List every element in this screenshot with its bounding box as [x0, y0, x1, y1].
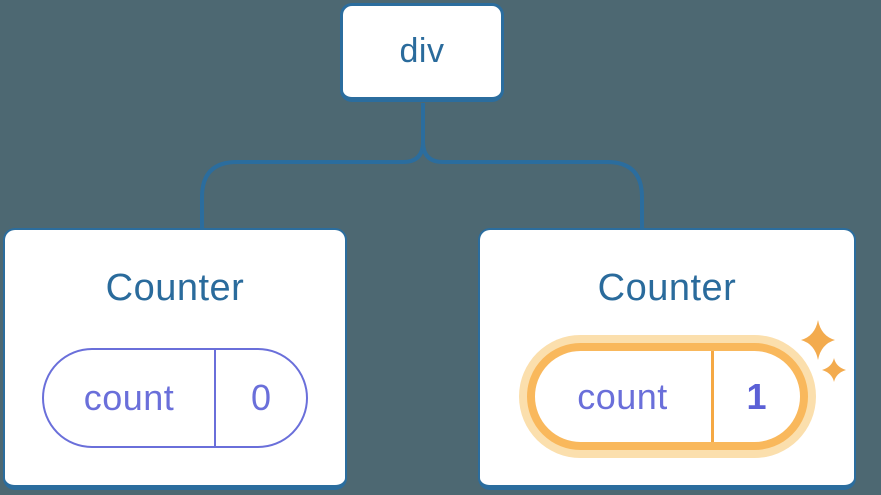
card-title: Counter: [597, 267, 737, 309]
state-key-cell: count: [44, 350, 214, 446]
state-value-cell: 0: [214, 350, 306, 446]
state-value-label: 1: [746, 375, 767, 417]
connector-right-branch: [421, 103, 644, 230]
card-title: Counter: [105, 267, 245, 309]
state-value-label: 0: [250, 377, 272, 418]
state-key-label: count: [83, 377, 175, 418]
counter-card-left: Counter count 0: [3, 228, 347, 490]
state-key-label: count: [577, 375, 668, 417]
state-key-cell: count: [535, 351, 711, 442]
root-node: div: [340, 3, 504, 102]
state-value-cell: 1: [710, 351, 800, 442]
counter-card-right: Counter count 1: [478, 228, 856, 490]
connector-left-branch: [200, 103, 425, 230]
state-pill-highlighted: count 1: [526, 343, 808, 450]
state-pill: count 0: [42, 348, 308, 448]
root-node-label: div: [399, 32, 445, 70]
